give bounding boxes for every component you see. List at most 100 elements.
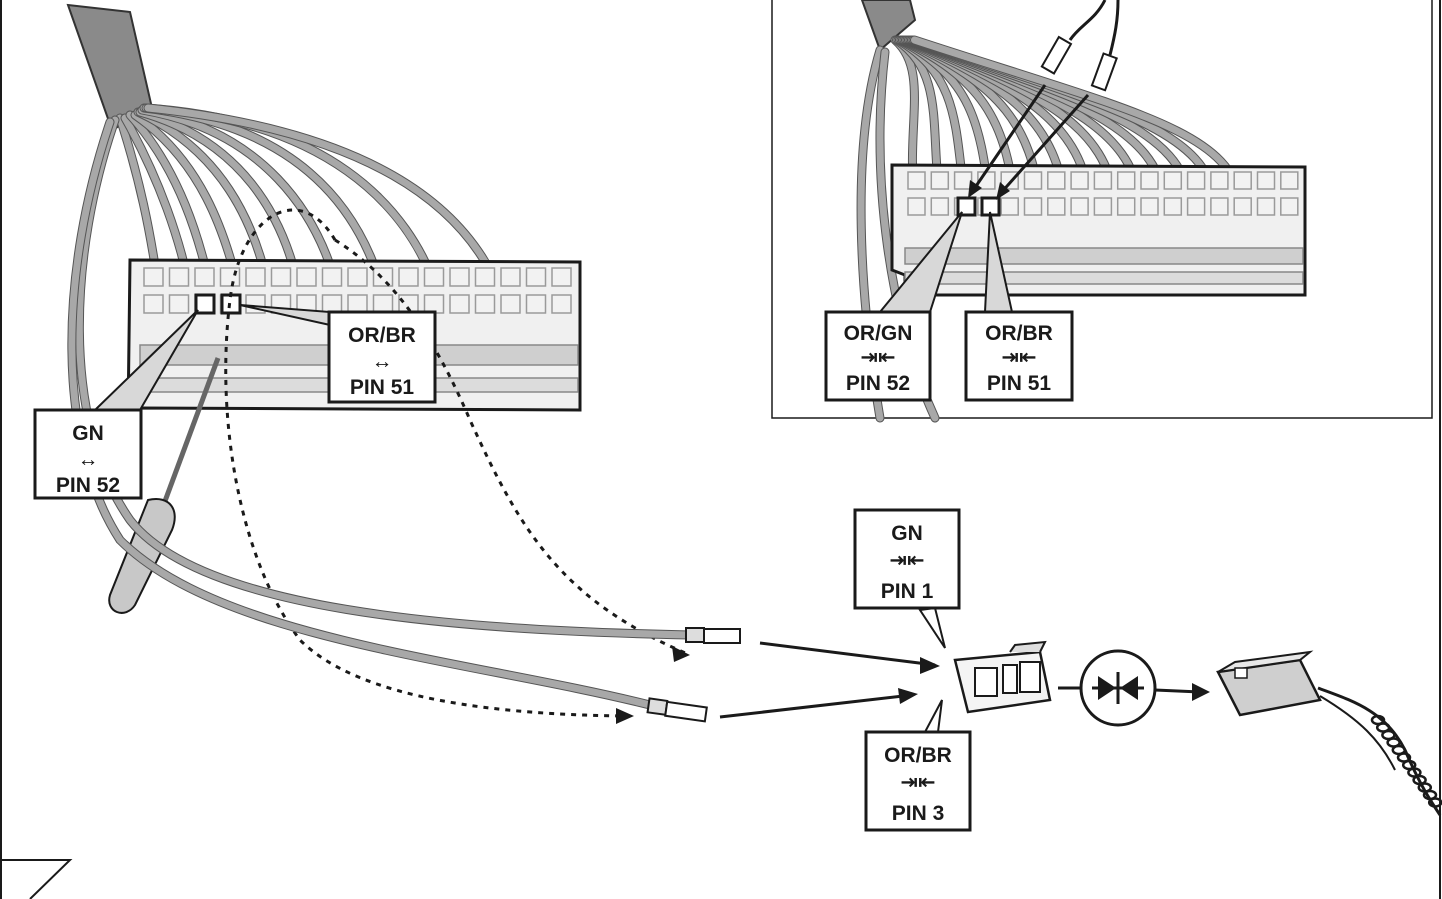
release-terminal-icon: ↔	[372, 350, 393, 373]
cavity-cell	[1210, 171, 1229, 190]
cavity-cell	[1233, 197, 1252, 216]
wire-orbr	[68, 118, 654, 709]
arrowhead-gn	[672, 646, 690, 662]
cavity-cell	[1163, 197, 1183, 216]
cavity-cell	[1256, 171, 1276, 190]
label-orbr-pin51-inset: OR/BR ⇥⇤ PIN 51	[964, 310, 1074, 402]
cavity-cell	[1070, 171, 1089, 190]
insert-terminal-icon: ⇥⇤	[900, 771, 935, 794]
arrow-gn-to-connector	[759, 641, 936, 667]
cavity-cell	[1256, 197, 1276, 216]
insert-arrow-pin52	[970, 84, 1047, 193]
cavity-cell	[1280, 171, 1299, 190]
cavity-cell	[296, 267, 317, 287]
cavity-cell	[449, 267, 470, 287]
coiled-cable	[1370, 714, 1442, 808]
cavity-cell	[143, 294, 164, 314]
inset-terminal-1	[1040, 35, 1073, 75]
label-gn-pin52-wire: GN	[72, 422, 104, 445]
cavity-cell	[398, 267, 419, 287]
cavity-cell	[930, 197, 950, 216]
label-gn-pin52: GN ↔ PIN 52	[33, 408, 143, 500]
cavity-cell	[525, 294, 547, 314]
housing-cavities-top	[143, 267, 572, 314]
cavity-cell	[551, 267, 572, 287]
label-gn-pin1: GN ⇥⇤ PIN 1	[853, 508, 961, 610]
cavity-cell	[1186, 197, 1206, 216]
terminal-orbr	[646, 697, 708, 723]
route-dotted-gn	[334, 238, 691, 657]
label-gn-pin1-wire: GN	[891, 522, 923, 545]
cavity-cell	[1093, 197, 1113, 216]
label-orbr-pin51-inset-wire: OR/BR	[985, 322, 1053, 345]
arrow-orbr-to-connector	[719, 693, 913, 719]
cavity-cell	[1023, 171, 1043, 190]
inset-pin-52-cavity	[956, 196, 977, 217]
cavity-cell	[168, 267, 190, 287]
cavity-cell	[500, 267, 521, 287]
insert-terminal-icon: ⇥⇤	[1001, 346, 1036, 369]
cavity-cell	[321, 294, 343, 314]
cavity-cell	[930, 171, 950, 190]
cavity-cell	[1047, 171, 1066, 190]
main-connector-assembly: GN ↔ PIN 52 OR/BR ↔ PIN 51	[33, 3, 741, 724]
cavity-cell	[1140, 171, 1159, 190]
label-orbr-pin3-wire: OR/BR	[884, 744, 952, 767]
plug-callout-wedge-orbr	[923, 699, 943, 733]
cavity-cell	[1140, 197, 1159, 216]
plug-callout-wedge-gn	[918, 606, 946, 649]
cavity-cell	[1210, 197, 1229, 216]
inset-lock-row	[904, 247, 1304, 265]
cavity-cell	[168, 294, 190, 314]
label-orgn-pin52-pin: PIN 52	[846, 372, 910, 395]
insert-arrow-pin51	[998, 94, 1090, 195]
route-dotted-orbr	[224, 208, 631, 718]
plug-assembly: GN ⇥⇤ PIN 1 OR/BR ⇥⇤ PIN 3	[719, 508, 1442, 832]
label-orbr-pin51-inset-pin: PIN 51	[987, 372, 1052, 395]
cavity-cell	[953, 171, 973, 190]
label-orbr-pin51-wire: OR/BR	[348, 324, 416, 347]
cavity-cell	[143, 267, 164, 287]
cavity-cell	[1023, 197, 1043, 216]
cavity-cell	[1233, 171, 1252, 190]
cavity-cell	[1093, 171, 1113, 190]
inset-lower-row	[904, 271, 1304, 285]
cavity-cell	[1000, 197, 1019, 216]
cavity-cell	[423, 267, 445, 287]
connector-housing-icon	[953, 640, 1052, 714]
cavity-cell	[1280, 197, 1299, 216]
inset-terminal-2	[1090, 52, 1118, 92]
cavity-cell	[1116, 171, 1136, 190]
arrowhead-orbr	[616, 708, 634, 724]
cavity-cell	[551, 294, 572, 314]
label-orbr-pin51-pin: PIN 51	[350, 376, 415, 399]
coil-loop	[1427, 797, 1442, 808]
label-orbr-pin51: OR/BR ↔ PIN 51	[327, 310, 437, 404]
cavity-cell	[372, 267, 394, 287]
cavity-cell	[500, 294, 521, 314]
label-orbr-pin3-pin: PIN 3	[892, 802, 945, 825]
cavity-cell	[270, 267, 292, 287]
arrowhead-gn-to-connector	[920, 657, 940, 674]
terminal-gn	[685, 627, 741, 644]
cavity-cell	[474, 294, 496, 314]
cavity-cell	[1163, 171, 1183, 190]
release-terminal-icon: ↔	[78, 448, 99, 471]
cavity-cell	[245, 267, 266, 287]
cavity-cell	[1116, 197, 1136, 216]
cavity-cell	[347, 267, 368, 287]
insert-terminal-icon: ⇥⇤	[860, 346, 895, 369]
insert-terminal-icon	[1092, 672, 1144, 704]
cavity-cell	[907, 197, 926, 216]
insert-arrowhead-pin51	[996, 182, 1010, 200]
cavity-cell	[347, 294, 368, 314]
inset-cable-sheath	[860, 0, 917, 52]
cavity-cell	[474, 267, 496, 287]
insert-arrowhead-pin52	[968, 180, 982, 198]
connect-arrowhead-right	[1192, 683, 1210, 701]
cavity-cell	[525, 267, 547, 287]
cavity-cell	[321, 267, 343, 287]
inset-frame	[771, 0, 1433, 419]
label-gn-pin52-pin: PIN 52	[56, 474, 120, 497]
